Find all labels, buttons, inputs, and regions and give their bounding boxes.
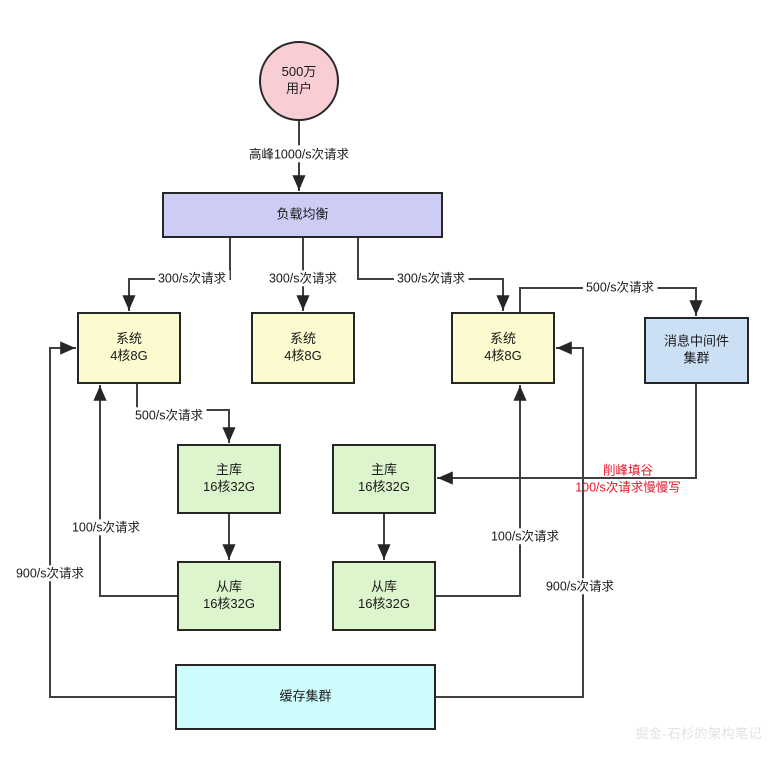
annotation-layer: 削峰填谷 100/s次请求慢慢写	[575, 463, 681, 494]
cache-cluster-node-label: 缓存集群	[279, 688, 331, 703]
system-node-2[interactable]: 系统 4核8G	[251, 312, 355, 384]
system-node-3-label: 系统	[490, 331, 516, 346]
system-node-2-label: 4核8G	[284, 348, 322, 363]
edge-label-lb-to-system-2-text: 300/s次请求	[269, 271, 338, 285]
users-node-label: 500万	[282, 64, 317, 79]
edge-label-lb-to-system-3-text: 300/s次请求	[397, 271, 466, 285]
edge-cache-cluster-to-system-3	[434, 341, 584, 698]
load-balancer-node-label: 负载均衡	[276, 206, 328, 221]
edge-label-system-3-to-mq-backdrop	[582, 279, 658, 296]
edge-label-system-1-to-master-text: 500/s次请求	[135, 408, 204, 422]
edge-label-slave-1-read-backdrop	[68, 519, 144, 536]
edge-label-cache-left-backdrop	[12, 565, 88, 582]
edge-label-lb-to-system-1: 300/s次请求	[154, 270, 230, 287]
cache-cluster-node[interactable]: 缓存集群	[175, 664, 436, 730]
system-node-2-shape	[251, 312, 355, 384]
edge-label-system-3-to-mq: 500/s次请求	[582, 279, 658, 296]
message-queue-cluster-node-label: 集群	[683, 350, 709, 365]
system-node-3-shape	[451, 312, 555, 384]
system-node-1[interactable]: 系统 4核8G	[77, 312, 181, 384]
edge-label-cache-right: 900/s次请求	[542, 578, 618, 595]
edge-label-cache-right-backdrop	[542, 578, 618, 595]
system-node-3[interactable]: 系统 4核8G	[451, 312, 555, 384]
system-node-2-label: 系统	[290, 331, 316, 346]
edge-label-peak-requests-text: 高峰1000/s次请求	[249, 146, 350, 161]
edge-label-cache-left-text: 900/s次请求	[16, 566, 85, 580]
edge-label-system-1-to-master-backdrop	[131, 407, 207, 424]
edge-label-lb-to-system-3-backdrop	[393, 270, 469, 287]
edge-label-system-1-to-master: 500/s次请求	[131, 407, 207, 424]
slave-database-node-1-shape	[177, 561, 281, 631]
edge-slave-db-2-to-system-3	[434, 385, 527, 597]
edge-labels-layer: 高峰1000/s次请求 300/s次请求 300/s次请求 300/s次请求 500/s…	[12, 145, 658, 595]
master-database-node-1-label: 16核32G	[203, 479, 255, 494]
edge-label-slave-1-read-text: 100/s次请求	[72, 520, 141, 534]
master-database-node-2[interactable]: 主库 16核32G	[332, 444, 436, 514]
system-node-1-shape	[77, 312, 181, 384]
system-node-1-label: 系统	[116, 331, 142, 346]
load-balancer-node[interactable]: 负载均衡	[162, 192, 443, 238]
edge-label-slave-2-read-backdrop	[487, 528, 563, 545]
slave-database-node-2-label: 从库	[371, 579, 397, 594]
message-queue-cluster-node-shape	[644, 317, 749, 384]
master-database-node-2-label: 主库	[371, 462, 397, 477]
edge-label-peak-requests-backdrop	[245, 145, 353, 163]
edge-label-lb-to-system-2: 300/s次请求	[265, 270, 341, 287]
edge-label-cache-right-text: 900/s次请求	[546, 579, 615, 593]
master-database-node-2-label: 16核32G	[358, 479, 410, 494]
edge-label-lb-to-system-1-text: 300/s次请求	[158, 271, 227, 285]
slave-database-node-1[interactable]: 从库 16核32G	[177, 561, 281, 631]
watermark-layer: 掘金-石杉的架构笔记	[636, 726, 762, 741]
edge-mq-cluster-to-master-db-2	[437, 382, 697, 485]
edge-slave-db-1-to-system-1	[93, 385, 179, 597]
slave-database-node-2-shape	[332, 561, 436, 631]
slave-database-node-1-label: 16核32G	[203, 596, 255, 611]
edge-label-peak-requests: 高峰1000/s次请求	[245, 145, 353, 163]
edge-label-slave-1-read: 100/s次请求	[68, 519, 144, 536]
edge-cache-cluster-to-system-1	[49, 341, 177, 698]
master-database-node-1-shape	[177, 444, 281, 514]
edge-label-slave-2-read-text: 100/s次请求	[491, 529, 560, 543]
edge-label-lb-to-system-2-backdrop	[265, 270, 341, 287]
slave-database-node-1-label: 从库	[216, 579, 242, 594]
mq-peak-shaving-annotation-line: 削峰填谷	[603, 463, 654, 477]
system-node-1-label: 4核8G	[110, 348, 148, 363]
edge-label-lb-to-system-3: 300/s次请求	[393, 270, 469, 287]
edge-label-cache-left: 900/s次请求	[12, 565, 88, 582]
edge-label-system-3-to-mq-text: 500/s次请求	[586, 280, 655, 294]
system-node-3-label: 4核8G	[484, 348, 522, 363]
watermark-label: 掘金-石杉的架构笔记	[636, 726, 762, 741]
slave-database-node-2-label: 16核32G	[358, 596, 410, 611]
users-node-label: 用户	[286, 81, 312, 96]
master-database-node-1[interactable]: 主库 16核32G	[177, 444, 281, 514]
users-node-shape	[259, 41, 339, 121]
edge-label-lb-to-system-1-backdrop	[154, 270, 230, 287]
load-balancer-node-shape	[162, 192, 443, 238]
mq-peak-shaving-annotation: 削峰填谷 100/s次请求慢慢写	[575, 463, 681, 494]
master-database-node-1-label: 主库	[216, 462, 242, 477]
edge-label-slave-2-read: 100/s次请求	[487, 528, 563, 545]
master-database-node-2-shape	[332, 444, 436, 514]
cache-cluster-node-shape	[175, 664, 436, 730]
message-queue-cluster-node-label: 消息中间件	[664, 333, 729, 348]
slave-database-node-2[interactable]: 从库 16核32G	[332, 561, 436, 631]
mq-peak-shaving-annotation-line: 100/s次请求慢慢写	[575, 480, 681, 494]
